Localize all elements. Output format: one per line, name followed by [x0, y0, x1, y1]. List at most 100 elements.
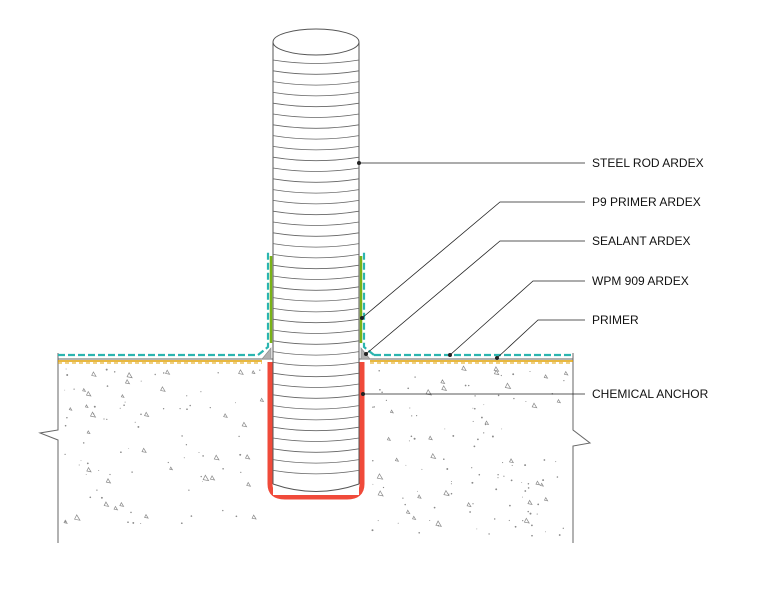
- aggregate-dot: [128, 447, 130, 449]
- aggregate-dot: [527, 487, 530, 489]
- aggregate-dot: [123, 404, 125, 406]
- rod-thread-ring: [272, 437, 360, 442]
- aggregate-dot: [529, 370, 531, 373]
- aggregate-dot: [508, 519, 510, 522]
- aggregate-stone: [74, 514, 81, 521]
- aggregate-dot: [222, 468, 224, 470]
- aggregate-stone: [376, 473, 384, 480]
- rod-thread-ring: [272, 189, 360, 194]
- aggregate-dot: [497, 477, 499, 479]
- rod-thread-ring: [272, 286, 360, 291]
- aggregate-dot: [189, 404, 191, 407]
- aggregate-stone: [82, 387, 87, 392]
- aggregate-dot: [381, 391, 383, 393]
- aggregate-dot: [82, 442, 85, 444]
- aggregate-dot: [186, 395, 188, 397]
- aggregate-dot: [483, 432, 485, 434]
- aggregate-dot: [471, 481, 474, 484]
- aggregate-dot: [105, 368, 108, 371]
- rod-thread-ring: [272, 297, 360, 302]
- aggregate-stone: [165, 369, 171, 375]
- aggregate-stone: [527, 499, 533, 505]
- aggregate-dot: [64, 453, 66, 456]
- aggregate-stone: [531, 402, 538, 409]
- aggregate-dot: [405, 464, 407, 466]
- aggregate-dot: [372, 406, 374, 408]
- rod-thread-ring: [272, 275, 360, 280]
- rod-thread-ring: [272, 135, 360, 140]
- aggregate-stone: [543, 496, 549, 502]
- aggregate-stone: [461, 365, 467, 371]
- aggregate-dot: [134, 421, 136, 423]
- aggregate-dot: [131, 471, 133, 473]
- aggregate-dot: [372, 459, 374, 462]
- aggregate-dot: [433, 506, 436, 509]
- aggregate-dot: [416, 490, 418, 492]
- rod-top-ellipse: [272, 28, 360, 56]
- aggregate-dot: [402, 497, 404, 499]
- aggregate-dot: [514, 525, 517, 528]
- aggregate-dot: [493, 518, 496, 520]
- aggregate-dot: [119, 407, 121, 409]
- aggregate-dot: [448, 493, 450, 495]
- aggregate-dot: [472, 420, 474, 422]
- aggregate-stone: [244, 454, 251, 460]
- aggregate-dot: [530, 524, 533, 527]
- rod-thread-ring: [272, 264, 360, 270]
- concrete-aggregate: [63, 365, 569, 537]
- aggregate-dot: [410, 435, 413, 438]
- aggregate-dot: [379, 388, 381, 391]
- aggregate-dot: [407, 387, 410, 390]
- aggregate-stone: [523, 517, 530, 524]
- aggregate-dot: [413, 437, 416, 440]
- aggregate-stone: [141, 447, 147, 453]
- rod-thread-ring: [272, 92, 360, 97]
- aggregate-dot: [527, 482, 530, 485]
- aggregate-dot: [524, 490, 527, 492]
- aggregate-stone: [405, 509, 411, 515]
- label-sealant: SEALANT ARDEX: [592, 234, 690, 248]
- rod-thread-ring: [272, 470, 360, 475]
- aggregate-dot: [238, 435, 240, 438]
- aggregate-dot: [483, 404, 485, 406]
- aggregate-dot: [472, 503, 474, 505]
- aggregate-dot: [473, 407, 476, 410]
- aggregate-stone: [223, 413, 228, 418]
- aggregate-dot: [85, 474, 87, 476]
- aggregate-stone: [120, 393, 125, 398]
- aggregate-dot: [513, 397, 515, 400]
- aggregate-dot: [80, 460, 82, 462]
- aggregate-dot: [497, 394, 500, 397]
- aggregate-stone: [251, 370, 256, 375]
- aggregate-stone: [105, 478, 112, 484]
- aggregate-dot: [510, 479, 513, 482]
- aggregate-dot: [372, 483, 374, 485]
- aggregate-stone: [144, 513, 149, 519]
- aggregate-stone: [563, 370, 569, 376]
- aggregate-dot: [480, 416, 483, 419]
- aggregate-dot: [66, 417, 68, 419]
- aggregate-dot: [86, 462, 89, 465]
- rod-thread-ring: [272, 416, 360, 421]
- aggregate-dot: [443, 458, 445, 460]
- aggregate-stone: [89, 411, 97, 418]
- aggregate-dot: [509, 504, 511, 507]
- aggregate-dot: [259, 369, 261, 371]
- rod-thread-ring: [272, 178, 360, 183]
- aggregate-stone: [441, 385, 448, 391]
- aggregate-dot: [180, 522, 183, 525]
- aggregate-dot: [409, 407, 411, 409]
- aggregate-dot: [545, 531, 546, 533]
- aggregate-stone: [126, 372, 133, 379]
- aggregate-dot: [488, 533, 490, 535]
- aggregate-dot: [162, 372, 165, 374]
- aggregate-stone: [377, 490, 384, 497]
- aggregate-dot: [450, 483, 452, 485]
- aggregate-dot: [414, 376, 416, 378]
- aggregate-stone: [84, 404, 89, 408]
- rod-thread-ring: [272, 243, 360, 248]
- rod-thread-ring: [272, 362, 360, 367]
- aggregate-stone: [389, 409, 394, 414]
- leader-lines: [357, 161, 585, 396]
- aggregate-dot: [511, 464, 513, 466]
